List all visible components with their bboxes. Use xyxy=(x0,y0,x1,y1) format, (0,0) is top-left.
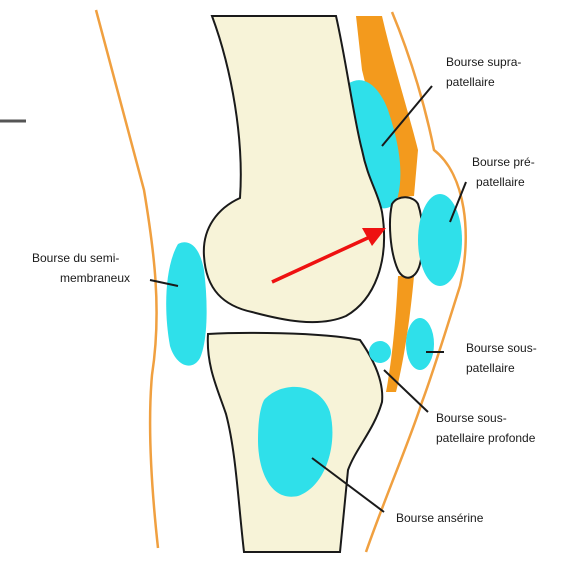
label-supra-2: patellaire xyxy=(446,75,495,89)
deep-subpatellar-bursa xyxy=(369,341,391,363)
subpatellar-bursa xyxy=(406,318,434,370)
label-anserine: Bourse ansérine xyxy=(396,511,484,525)
label-sousprof-2: patellaire profonde xyxy=(436,431,536,445)
label-sous-1: Bourse sous- xyxy=(466,341,537,355)
patella xyxy=(390,197,423,277)
label-semi-1: Bourse du semi- xyxy=(32,251,119,265)
femur xyxy=(204,16,384,322)
label-pre-2: patellaire xyxy=(476,175,525,189)
label-sousprof-1: Bourse sous- xyxy=(436,411,507,425)
label-pre-1: Bourse pré- xyxy=(472,155,535,169)
label-supra-1: Bourse supra- xyxy=(446,55,521,69)
label-sous-2: patellaire xyxy=(466,361,515,375)
semimembranosus-bursa xyxy=(166,242,206,365)
label-semi-2: membraneux xyxy=(60,271,130,285)
